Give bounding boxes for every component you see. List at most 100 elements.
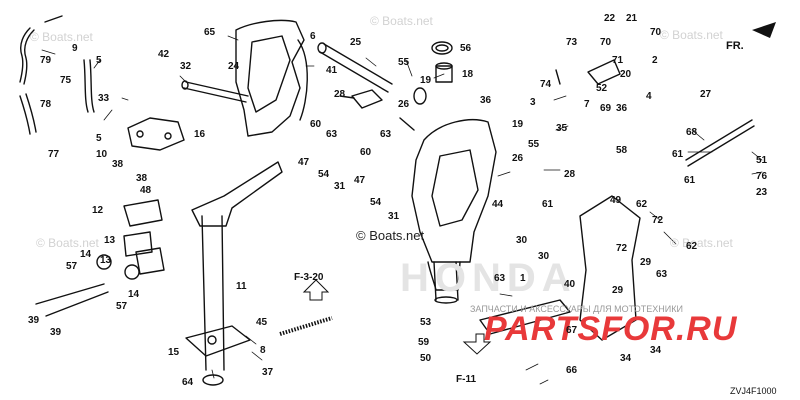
part-number-label: 47: [298, 157, 310, 168]
part-number-label: 8: [260, 345, 266, 356]
ref-arrow-down: [462, 333, 492, 355]
part-number-label: 51: [756, 155, 768, 166]
part-number-label: 31: [334, 181, 346, 192]
part-number-label: 75: [60, 75, 72, 86]
part-number-label: 9: [72, 43, 78, 54]
part-number-label: 21: [626, 13, 638, 24]
part-number-label: 63: [656, 269, 668, 280]
part-number-label: 71: [612, 55, 624, 66]
part-number-label: 63: [326, 129, 338, 140]
part-number-label: 53: [420, 317, 432, 328]
part-number-label: 42: [158, 49, 170, 60]
part-number-label: 64: [182, 377, 194, 388]
part-number-label: 47: [354, 175, 366, 186]
part-number-label: 55: [528, 139, 540, 150]
part-number-label: 22: [604, 13, 616, 24]
part-number-label: 32: [180, 61, 192, 72]
plate-1: [479, 299, 571, 335]
part-number-label: 58: [616, 145, 628, 156]
part-number-label: 29: [612, 285, 624, 296]
part-number-label: 39: [50, 327, 62, 338]
part-number-label: 41: [326, 65, 338, 76]
part-number-label: 11: [236, 281, 247, 292]
part-number-label: 50: [420, 353, 432, 364]
part-number-label: 14: [128, 289, 140, 300]
part-number-label: 72: [616, 243, 628, 254]
part-number-label: 68: [686, 127, 698, 138]
part-number-label: 37: [262, 367, 274, 378]
part-number-label: 66: [566, 365, 578, 376]
part-number-label: 61: [542, 199, 554, 210]
bushing-18: [435, 65, 453, 83]
part-number-label: 23: [756, 187, 768, 198]
part-number-label: 73: [566, 37, 578, 48]
part-number-label: 18: [462, 69, 474, 80]
part-number-label: 60: [310, 119, 322, 130]
part-number-label: 26: [512, 153, 524, 164]
pin-26: [399, 117, 415, 131]
tube-17: [433, 261, 459, 301]
hose-79: [19, 15, 63, 83]
hose-75: [83, 59, 89, 113]
part-number-label: 40: [564, 279, 576, 290]
part-number-label: 49: [610, 195, 622, 206]
part-number-label: 29: [640, 257, 652, 268]
part-number-label: 44: [492, 199, 504, 210]
part-number-label: 4: [646, 91, 652, 102]
part-number-label: 60: [360, 147, 372, 158]
part-number-label: 67: [566, 325, 578, 336]
part-number-label: 59: [418, 337, 430, 348]
part-number-label: 30: [516, 235, 528, 246]
part-number-label: 14: [80, 249, 92, 260]
part-number-label: 30: [538, 251, 550, 262]
watermark-boats: © Boats.net: [30, 30, 93, 44]
clamp-12: [123, 199, 163, 227]
steering-arm: [191, 161, 283, 227]
steering-shaft-11: [201, 215, 225, 371]
part-number-label: 5: [96, 133, 102, 144]
shaft-25: [319, 43, 393, 93]
part-number-label: 16: [194, 129, 206, 140]
rod-2: [685, 119, 755, 167]
part-number-label: 15: [168, 347, 180, 358]
lower-clamp-15: [185, 325, 251, 357]
ref-upper: F-3-20: [294, 272, 324, 283]
part-number-label: 74: [540, 79, 552, 90]
hose-78: [19, 95, 31, 135]
part-number-label: 38: [112, 159, 124, 170]
mount-plate-16: [127, 117, 185, 151]
part-number-label: 61: [672, 149, 684, 160]
arm-20: [587, 59, 621, 85]
part-number-label: 52: [596, 83, 608, 94]
part-number-label: 25: [350, 37, 362, 48]
ring-56: [431, 41, 453, 55]
pin-74: [555, 69, 561, 85]
part-number-label: 28: [334, 89, 346, 100]
part-number-label: 19: [420, 75, 432, 86]
brand-watermark: PARTSFOR.RU: [484, 310, 738, 348]
brand-tagline: ЗАПЧАСТИ И АКСЕССУАРЫ ДЛЯ МОТОТЕХНИКИ: [470, 304, 683, 314]
part-number-label: 5: [96, 55, 102, 66]
part-number-label: 57: [66, 261, 78, 272]
part-number-label: 57: [116, 301, 128, 312]
part-number-label: 7: [584, 99, 590, 110]
part-number-label: 20: [620, 69, 632, 80]
part-number-label: 70: [600, 37, 612, 48]
part-number-label: 3: [530, 97, 536, 108]
part-number-label: 36: [616, 103, 628, 114]
bolt-28: [351, 89, 383, 109]
pin-32: [183, 81, 249, 103]
spring: [279, 316, 333, 336]
part-number-label: 61: [684, 175, 696, 186]
part-number-label: 19: [512, 119, 524, 130]
watermark-boats-dark: © Boats.net: [356, 228, 425, 243]
part-number-label: 13: [104, 235, 116, 246]
part-number-label: 34: [650, 345, 662, 356]
part-number-label: 54: [318, 169, 330, 180]
mount-13: [123, 231, 153, 257]
part-number-label: 45: [256, 317, 268, 328]
swivel-bracket: [411, 119, 497, 263]
part-number-label: 65: [204, 27, 216, 38]
